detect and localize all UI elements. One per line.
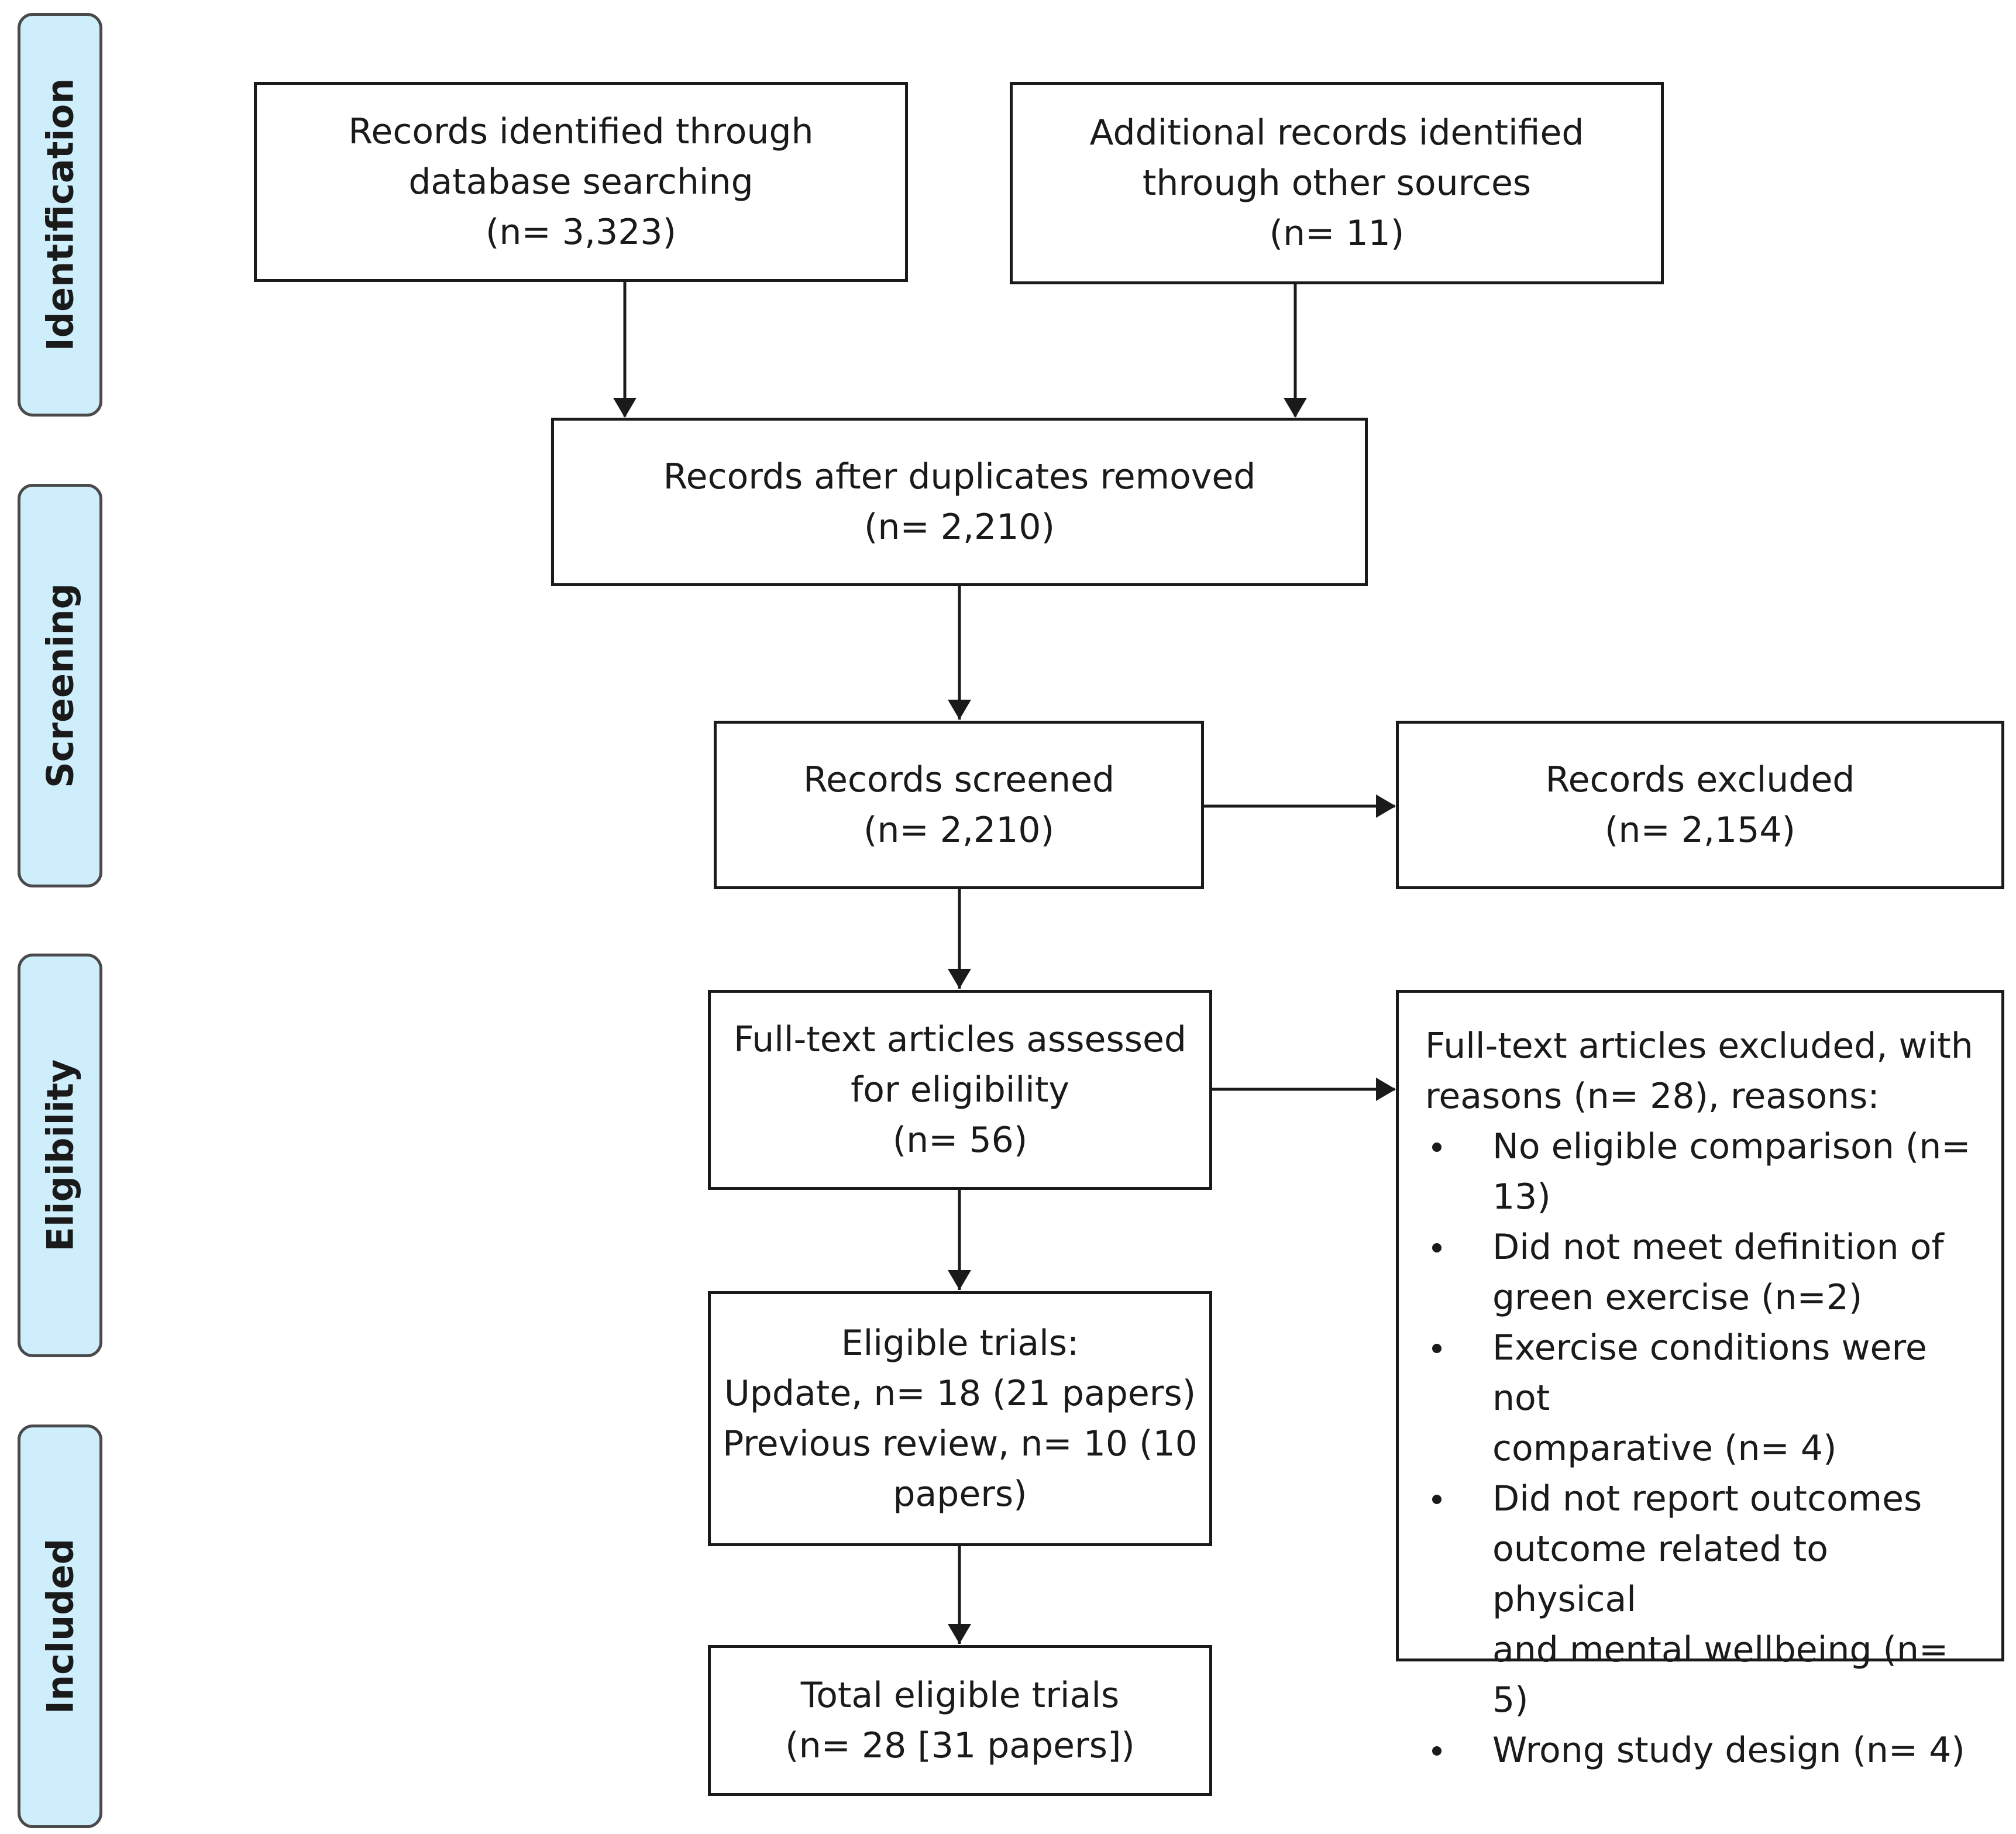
eligible-line-4: papers) [893, 1474, 1027, 1515]
stage-tab-screening: Screening [18, 484, 102, 887]
excluded-line-1: Records excluded [1545, 759, 1855, 800]
exclusion-reason: Exercise conditions were not comparative… [1425, 1323, 1978, 1474]
stage-tab-identification: Identification [18, 13, 102, 417]
exclusion-reason: No eligible comparison (n= 13) [1425, 1121, 1978, 1222]
database-line-1: Records identified through [348, 111, 814, 152]
screened-count: (n= 2,210) [863, 810, 1054, 851]
other-line-2: through other sources [1142, 163, 1532, 204]
database-line-2: database searching [408, 161, 754, 202]
exclusion-reason: Wrong study design (n= 4) [1425, 1725, 1978, 1775]
arrowhead-fulltext-to-excluded [1376, 1078, 1396, 1101]
eligible-line-2: Update, n= 18 (21 papers) [724, 1373, 1196, 1414]
box-eligible-trials: Eligible trials: Update, n= 18 (21 paper… [708, 1291, 1212, 1546]
arrowhead-duplicates-to-screened [948, 700, 971, 720]
box-total-eligible: Total eligible trials (n= 28 [31 papers]… [708, 1645, 1212, 1796]
excluded-count: (n= 2,154) [1605, 810, 1795, 851]
screened-line-1: Records screened [803, 759, 1115, 800]
stage-tab-included: Included [18, 1424, 102, 1828]
exclusion-reason: Did not meet definition of green exercis… [1425, 1222, 1978, 1323]
arrowhead-eligible-to-total [948, 1624, 971, 1644]
duplicates-line-1: Records after duplicates removed [663, 456, 1256, 497]
eligible-line-3: Previous review, n= 10 (10 [723, 1423, 1198, 1464]
duplicates-count: (n= 2,210) [864, 507, 1055, 548]
total-count: (n= 28 [31 papers]) [785, 1725, 1135, 1766]
box-records-screened: Records screened (n= 2,210) [714, 721, 1204, 889]
box-duplicates-removed: Records after duplicates removed (n= 2,2… [551, 418, 1368, 586]
database-count: (n= 3,323) [486, 212, 676, 253]
exclusion-reasons-list: No eligible comparison (n= 13) Did not m… [1425, 1121, 1978, 1775]
fulltext-line-1: Full-text articles assessed [734, 1019, 1186, 1060]
other-line-1: Additional records identified [1089, 112, 1584, 153]
box-fulltext-excluded: Full-text articles excluded, with reason… [1396, 990, 2004, 1771]
arrowhead-other-to-duplicates [1284, 398, 1307, 418]
arrowhead-fulltext-to-eligible [948, 1270, 971, 1290]
box-database-searching: Records identified through database sear… [254, 82, 908, 282]
box-other-sources: Additional records identified through ot… [1010, 82, 1664, 284]
exclusion-reason: Did not report outcomes outcome related … [1425, 1474, 1978, 1725]
arrowhead-screened-to-fulltext [948, 969, 971, 989]
total-line-1: Total eligible trials [800, 1675, 1120, 1716]
fulltext-excluded-heading-1: Full-text articles excluded, with [1425, 1026, 1973, 1066]
fulltext-line-2: for eligibility [851, 1069, 1069, 1110]
fulltext-count: (n= 56) [892, 1120, 1028, 1161]
other-count: (n= 11) [1269, 213, 1405, 254]
arrowhead-database-to-duplicates [613, 398, 637, 418]
fulltext-excluded-heading-2: reasons (n= 28), reasons: [1425, 1076, 1880, 1117]
box-fulltext-assessed: Full-text articles assessed for eligibil… [708, 990, 1212, 1190]
arrowhead-screened-to-excluded [1376, 794, 1396, 818]
eligible-line-1: Eligible trials: [841, 1323, 1079, 1364]
box-records-excluded: Records excluded (n= 2,154) [1396, 721, 2004, 889]
stage-tab-eligibility: Eligibility [18, 954, 102, 1357]
